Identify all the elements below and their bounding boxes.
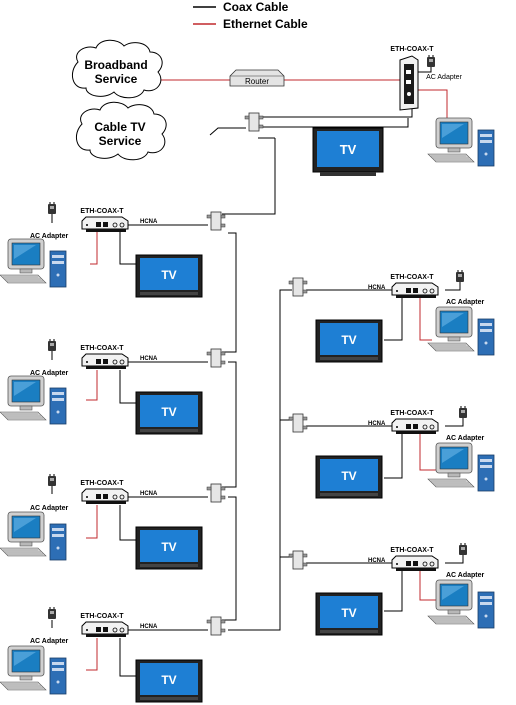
device-label: ETH-COAX-T bbox=[390, 547, 434, 554]
ac-adapter-label: AC Adapter bbox=[30, 370, 69, 377]
left-device-3: ETH-COAX-T bbox=[80, 480, 129, 504]
right-tv-1: TV bbox=[315, 319, 383, 363]
ethernet-cables bbox=[86, 79, 448, 671]
broadband-cloud: Broadband Service bbox=[71, 39, 163, 99]
router: Router bbox=[229, 69, 285, 87]
left-tv-2: TV bbox=[135, 391, 203, 435]
hcna-label: HCNA bbox=[140, 219, 158, 225]
left-tv-3: TV bbox=[135, 526, 203, 570]
cabletv-cloud: Cable TV Service bbox=[75, 101, 167, 161]
left-computer-icon-3 bbox=[0, 511, 67, 561]
hcna-label: HCNA bbox=[140, 624, 158, 630]
splitter-icon bbox=[288, 550, 308, 570]
device-label: ETH-COAX-T bbox=[390, 274, 434, 281]
device-label: ETH-COAX-T bbox=[80, 345, 124, 352]
legend-coax-label: Coax Cable bbox=[223, 0, 289, 14]
ac-adapter-icon bbox=[458, 405, 468, 419]
device-label: ETH-COAX-T bbox=[80, 480, 124, 487]
ac-adapter-label: AC Adapter bbox=[30, 233, 69, 240]
top-device-label: ETH-COAX-T bbox=[390, 46, 434, 53]
hcna-label: HCNA bbox=[140, 491, 158, 497]
ac-adapter-icon bbox=[455, 269, 465, 283]
ac-adapter-label: AC Adapter bbox=[446, 572, 485, 579]
ac-adapter-icon bbox=[47, 473, 57, 487]
cabletv-line-1: Cable TV bbox=[94, 120, 145, 134]
top-tv: TV bbox=[312, 127, 384, 176]
right-tv-3: TV bbox=[315, 592, 383, 636]
router-label: Router bbox=[245, 77, 269, 86]
right-device-1: ETH-COAX-T bbox=[390, 274, 439, 298]
ac-adapter-label: AC Adapter bbox=[446, 435, 485, 442]
splitter-icon bbox=[288, 413, 308, 433]
right-computer-icon-1 bbox=[427, 306, 495, 356]
left-computer-icon-4 bbox=[0, 645, 67, 695]
right-device-3: ETH-COAX-T bbox=[390, 547, 439, 571]
coax-cables bbox=[51, 66, 464, 677]
ac-adapter-label: AC Adapter bbox=[30, 638, 69, 645]
right-computer-icon-2 bbox=[427, 442, 495, 492]
splitter-icon bbox=[206, 211, 226, 231]
left-device-1: ETH-COAX-T bbox=[80, 208, 129, 232]
top-splitter-icon bbox=[244, 112, 264, 132]
splitter-icon bbox=[288, 277, 308, 297]
tv-label: TV bbox=[341, 333, 356, 347]
right-computer-icon-3 bbox=[427, 579, 495, 629]
hcna-label: HCNA bbox=[368, 558, 386, 564]
top-eth-coax-device: ETH-COAX-T bbox=[390, 46, 434, 111]
hcna-label: HCNA bbox=[368, 421, 386, 427]
ac-adapter-label: AC Adapter bbox=[446, 299, 485, 306]
top-ac-adapter-icon bbox=[426, 54, 436, 68]
tv-label: TV bbox=[341, 606, 356, 620]
tv-label: TV bbox=[161, 673, 176, 687]
ac-adapter-label: AC Adapter bbox=[30, 505, 69, 512]
ac-adapter-icon bbox=[47, 606, 57, 620]
legend-ethernet-label: Ethernet Cable bbox=[223, 17, 308, 31]
left-computer-icon-2 bbox=[0, 375, 67, 425]
left-tv-1: TV bbox=[135, 254, 203, 298]
device-label: ETH-COAX-T bbox=[390, 410, 434, 417]
tv-label: TV bbox=[341, 469, 356, 483]
top-ac-adapter-label: AC Adapter bbox=[426, 74, 462, 81]
broadband-line-1: Broadband bbox=[84, 58, 147, 72]
tv-label: TV bbox=[161, 405, 176, 419]
left-tv-4: TV bbox=[135, 659, 203, 703]
cabletv-line-2: Service bbox=[99, 134, 142, 148]
ac-adapter-icon bbox=[47, 201, 57, 215]
tv-label: TV bbox=[161, 268, 176, 282]
ac-adapter-icon bbox=[458, 542, 468, 556]
left-device-2: ETH-COAX-T bbox=[80, 345, 129, 369]
ac-adapter-icon bbox=[47, 338, 57, 352]
device-label: ETH-COAX-T bbox=[80, 208, 124, 215]
right-tv-2: TV bbox=[315, 455, 383, 499]
left-computer-icon-1 bbox=[0, 238, 67, 288]
top-computer-icon bbox=[427, 117, 495, 167]
device-label: ETH-COAX-T bbox=[80, 613, 124, 620]
top-tv-label: TV bbox=[340, 142, 357, 157]
hcna-label: HCNA bbox=[368, 285, 386, 291]
tv-label: TV bbox=[161, 540, 176, 554]
broadband-line-2: Service bbox=[95, 72, 138, 86]
hcna-label: HCNA bbox=[140, 356, 158, 362]
left-device-4: ETH-COAX-T bbox=[80, 613, 129, 637]
right-device-2: ETH-COAX-T bbox=[390, 410, 439, 434]
